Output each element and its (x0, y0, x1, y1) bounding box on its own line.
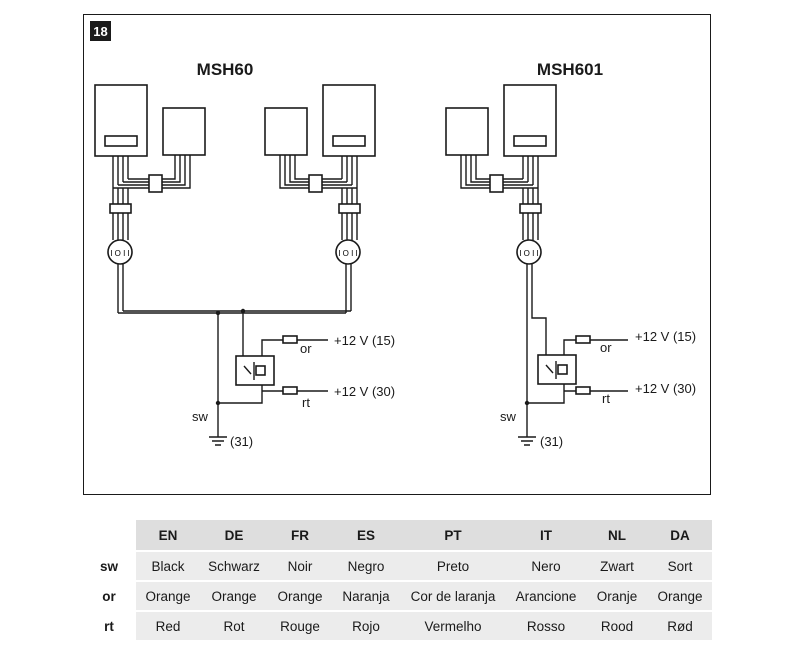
table-cell: Naranja (332, 582, 400, 610)
label-msh601-ground: (31) (540, 434, 563, 449)
col-it: IT (506, 520, 586, 550)
sensor-unit-msh601 (445, 107, 489, 156)
table-cell: Vermelho (400, 612, 506, 640)
label-msh601-plus12-30: +12 V (30) (635, 381, 696, 396)
table-header-row: EN DE FR ES PT IT NL DA (82, 520, 712, 550)
table-cell: Orange (648, 582, 712, 610)
table-cell: Rojo (332, 612, 400, 640)
title-msh60: MSH60 (197, 60, 254, 79)
table-cell: Arancione (506, 582, 586, 610)
col-nl: NL (586, 520, 648, 550)
col-es: ES (332, 520, 400, 550)
col-en: EN (136, 520, 200, 550)
row-key: rt (82, 612, 136, 640)
diagram-msh60: I O I I I O I I (94, 84, 376, 446)
label-msh60-ground: (31) (230, 434, 253, 449)
svg-text:I O I I: I O I I (338, 249, 358, 258)
table-cell: Rood (586, 612, 648, 640)
svg-text:I O I I: I O I I (519, 249, 539, 258)
table-cell: Red (136, 612, 200, 640)
table-row-rt: rt Red Rot Rouge Rojo Vermelho Rosso Roo… (82, 612, 712, 640)
control-unit-left-display (104, 135, 138, 147)
table-cell: Nero (506, 552, 586, 580)
control-unit-right-display (332, 135, 366, 147)
relay-msh60 (235, 355, 275, 386)
label-msh60-rt: rt (302, 395, 310, 410)
table-cell: Sort (648, 552, 712, 580)
col-fr: FR (268, 520, 332, 550)
table-cell: Black (136, 552, 200, 580)
table-row-sw: sw Black Schwarz Noir Negro Preto Nero Z… (82, 552, 712, 580)
figure-frame (83, 14, 711, 495)
sensor-unit-left (162, 107, 206, 156)
table-cell: Cor de laranja (400, 582, 506, 610)
table-cell: Negro (332, 552, 400, 580)
col-de: DE (200, 520, 268, 550)
label-msh601-or: or (600, 340, 612, 355)
diagram-msh601: I O I I (445, 84, 628, 446)
table-row-or: or Orange Orange Orange Naranja Cor de l… (82, 582, 712, 610)
table-cell: Rosso (506, 612, 586, 640)
wire-color-table: EN DE FR ES PT IT NL DA sw Black Schwarz… (82, 520, 712, 640)
table-cell: Zwart (586, 552, 648, 580)
label-msh601-plus12-15: +12 V (15) (635, 329, 696, 344)
table-cell: Schwarz (200, 552, 268, 580)
table-cell: Orange (136, 582, 200, 610)
wiring-diagram: .w { fill: none; stroke: #1a1a1a; stroke… (90, 21, 696, 449)
figure-number: 18 (93, 24, 107, 39)
table-cell: Oranje (586, 582, 648, 610)
figure-number-badge: 18 (90, 21, 111, 41)
table-cell: Orange (200, 582, 268, 610)
title-msh601: MSH601 (537, 60, 603, 79)
table-cell: Rot (200, 612, 268, 640)
col-pt: PT (400, 520, 506, 550)
label-msh60-sw: sw (192, 409, 209, 424)
label-msh60-or: or (300, 341, 312, 356)
relay-msh601 (537, 354, 577, 385)
label-msh601-sw: sw (500, 409, 517, 424)
row-key: or (82, 582, 136, 610)
table-corner (82, 520, 136, 550)
svg-text:I O I I: I O I I (110, 249, 130, 258)
label-msh60-plus12-30: +12 V (30) (334, 384, 395, 399)
col-da: DA (648, 520, 712, 550)
control-unit-msh601-display (513, 135, 547, 147)
sensor-unit-right (264, 107, 308, 156)
table-cell: Rouge (268, 612, 332, 640)
table-cell: Rød (648, 612, 712, 640)
row-key: sw (82, 552, 136, 580)
label-msh601-rt: rt (602, 391, 610, 406)
label-msh60-plus12-15: +12 V (15) (334, 333, 395, 348)
table-cell: Noir (268, 552, 332, 580)
table-cell: Orange (268, 582, 332, 610)
table-cell: Preto (400, 552, 506, 580)
